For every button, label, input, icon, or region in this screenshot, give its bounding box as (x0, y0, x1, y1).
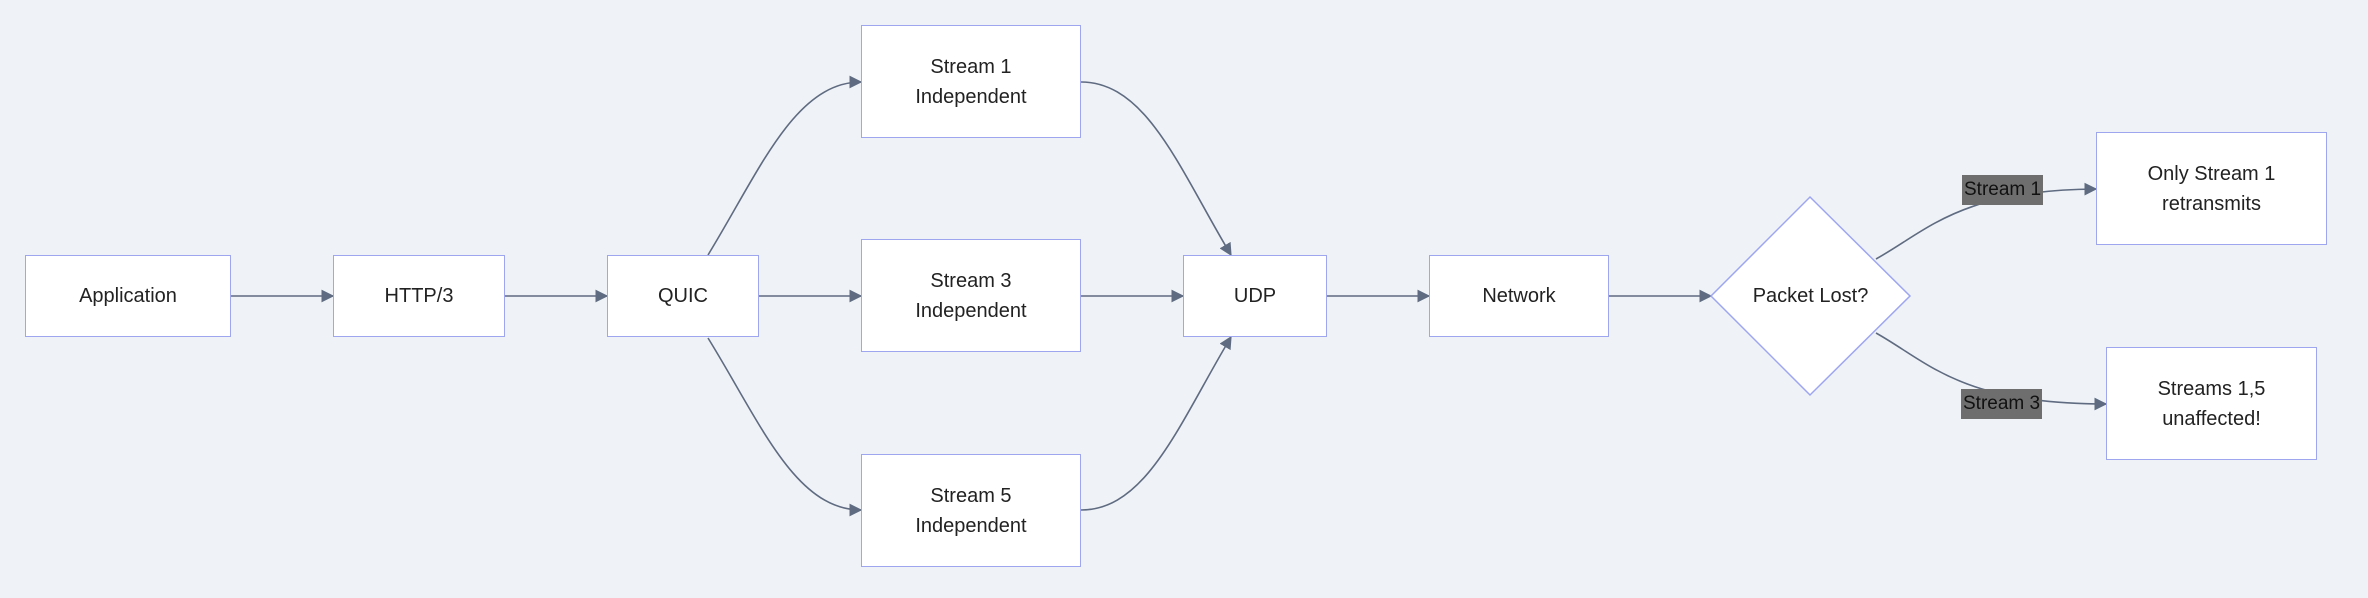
node-only-stream1-label: Only Stream 1 retransmits (2147, 162, 2276, 215)
edge-stream5-udp (1080, 335, 1232, 511)
decision-diamond (1709, 195, 1912, 397)
decision-label: Packet Lost? (1752, 284, 1869, 307)
edge-decision-only-stream1 (1875, 182, 2098, 260)
edge-label-stream1: Stream 1 (1962, 175, 2044, 205)
node-only-stream1: Only Stream 1 retransmits (2096, 132, 2327, 245)
edge-label-stream3: Stream 3 (1961, 389, 2043, 419)
node-http3-label: HTTP/3 (384, 285, 454, 307)
node-udp-label: UDP (1233, 285, 1277, 307)
node-application: Application (25, 255, 231, 337)
node-quic-label: QUIC (658, 285, 708, 307)
node-streams-unaffected: Streams 1,5 unaffected! (2106, 347, 2317, 460)
node-udp: UDP (1183, 255, 1327, 337)
node-stream5: Stream 5 Independent (861, 454, 1081, 567)
node-stream5-label: Stream 5 Independent (915, 484, 1027, 537)
node-streams-unaffected-label: Streams 1,5 unaffected! (2157, 377, 2266, 430)
node-http3: HTTP/3 (333, 255, 505, 337)
edge-quic-stream5 (707, 337, 863, 517)
node-stream1-label: Stream 1 Independent (915, 55, 1027, 108)
node-application-label: Application (79, 285, 177, 307)
edge-stream1-udp (1080, 81, 1232, 257)
node-network-label: Network (1482, 285, 1556, 307)
node-quic: QUIC (607, 255, 759, 337)
node-stream3: Stream 3 Independent (861, 239, 1081, 352)
edge-decision-streams-unaffected (1875, 332, 2108, 411)
node-network: Network (1429, 255, 1609, 337)
node-stream1: Stream 1 Independent (861, 25, 1081, 138)
node-stream3-label: Stream 3 Independent (915, 269, 1027, 322)
edge-quic-stream1 (707, 75, 863, 256)
